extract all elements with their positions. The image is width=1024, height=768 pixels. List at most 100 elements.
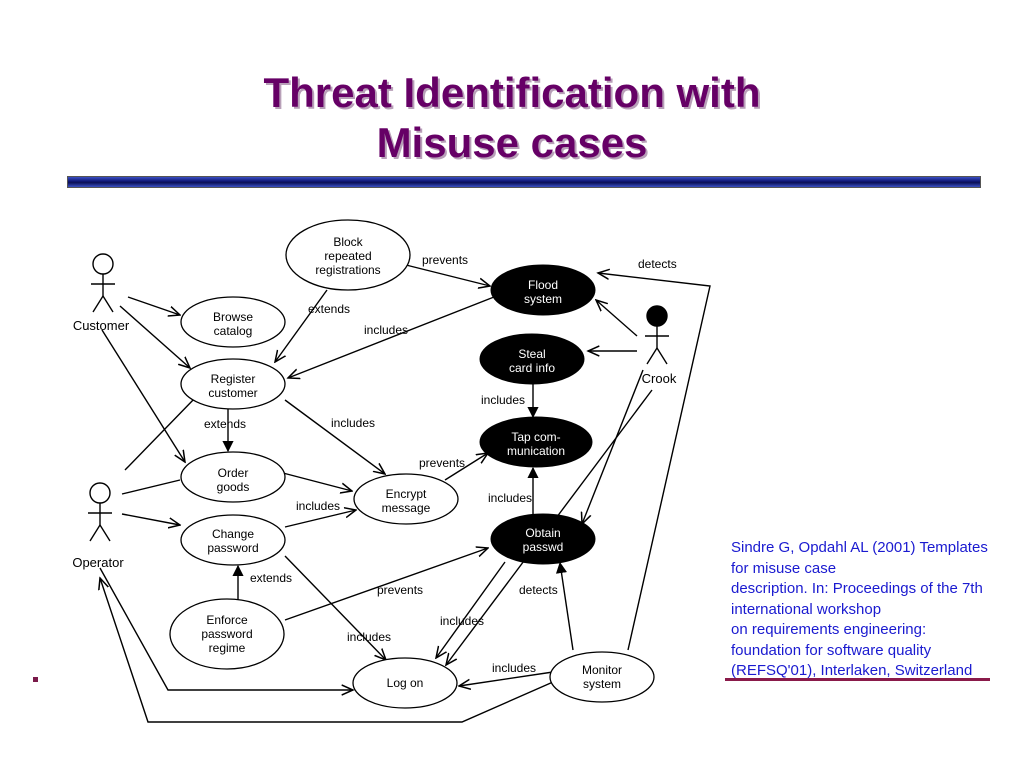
relations (99, 264, 711, 723)
actor-customer-icon (91, 253, 115, 313)
misuse-case-label: munication (507, 444, 565, 458)
actor-labels: Customer Operator Crook (72, 318, 676, 570)
label-prevents: prevents (422, 253, 468, 267)
use-case-label: system (583, 677, 621, 691)
title-line-2: Misuse cases (376, 119, 648, 166)
assoc-customer-browse (127, 296, 180, 315)
actor-operator-label: Operator (72, 555, 124, 570)
actor-operator-icon (88, 482, 112, 542)
misuse-case-obtain-passwd: Obtain passwd (490, 513, 596, 565)
rel-encrypt-prevents-tap (444, 453, 488, 481)
rel-block-prevents-flood (405, 264, 490, 286)
misuse-case-label: passwd (523, 540, 564, 554)
assoc-operator-order (121, 479, 181, 495)
use-case-label: Monitor (582, 663, 622, 677)
misuse-case-steal-card-info: Steal card info (479, 333, 585, 385)
label-extends: extends (308, 302, 350, 316)
use-case-label: repeated (324, 249, 371, 263)
use-case-log-on: Log on (352, 657, 458, 709)
citation-line: (REFSQ'01), Interlaken, Switzerland (731, 662, 973, 679)
actor-crook-label: Crook (642, 371, 677, 386)
use-case-label: Encrypt (386, 487, 427, 501)
rel-obtain-includes-logon (436, 561, 506, 658)
slide-title: Threat Identification with Misuse cases (0, 68, 1024, 168)
use-case-monitor-system: Monitor system (549, 651, 655, 703)
use-case-order-goods: Order goods (180, 451, 286, 503)
rel-change-includes-logon (284, 555, 386, 660)
assoc-monitor-operator (100, 578, 554, 723)
citation-line: international workshop (731, 600, 882, 618)
use-case-change-password: Change password (180, 514, 286, 566)
label-includes: includes (296, 499, 340, 513)
use-case-label: password (201, 627, 252, 641)
use-case-browse-catalog: Browse catalog (180, 296, 286, 348)
label-prevents: prevents (377, 583, 423, 597)
title-divider (67, 176, 981, 188)
use-case-encrypt-message: Encrypt message (353, 473, 459, 525)
use-case-label: Block (333, 235, 363, 249)
actor-customer-label: Customer (73, 318, 130, 333)
misuse-case-label: Steal (518, 347, 545, 361)
use-case-label: Browse (213, 310, 253, 324)
use-case-enforce-password-regime: Enforce password regime (169, 598, 285, 670)
use-case-label: Change (212, 527, 254, 541)
rel-enforce-prevents-obtain (284, 548, 488, 621)
actor-crook-icon (645, 305, 669, 365)
use-case-label: Enforce (206, 613, 248, 627)
misuse-case-label: Flood (528, 278, 558, 292)
citation-line: foundation for software quality (731, 641, 932, 659)
label-includes: includes (481, 393, 525, 407)
use-case-label: Register (211, 372, 256, 386)
citation-underline (725, 678, 990, 681)
use-case-label: message (382, 501, 431, 515)
assoc-operator-change (121, 513, 180, 525)
misuse-case-flood-system: Flood system (490, 264, 596, 316)
label-includes: includes (440, 614, 484, 628)
use-case-label: password (207, 541, 258, 555)
label-detects: detects (519, 583, 558, 597)
label-detects: detects (638, 257, 677, 271)
label-includes: includes (488, 491, 532, 505)
citation-line: for misuse case (731, 559, 837, 577)
citation-line: on requirements engineering: (731, 621, 927, 638)
misuse-case-label: card info (509, 361, 555, 375)
label-extends: extends (250, 571, 292, 585)
rel-monitor-detects-flood (598, 273, 711, 651)
rel-monitor-includes-logon (459, 671, 554, 686)
use-cases: Block repeated registrations Browse cata… (169, 219, 655, 709)
citation-line: description. In: Proceedings of the 7th (731, 580, 983, 597)
actors (88, 253, 669, 542)
assoc-customer-register (119, 305, 190, 368)
rel-register-includes-encrypt (284, 399, 385, 474)
use-case-label: catalog (214, 324, 253, 338)
rel-change-includes-encrypt (284, 510, 356, 528)
assoc-crook-obtain (582, 369, 644, 524)
misuse-case-label: Tap com- (511, 430, 560, 444)
label-includes: includes (347, 630, 391, 644)
assoc-crook-flood (596, 300, 638, 337)
label-prevents: prevents (419, 456, 465, 470)
title-line-1: Threat Identification with (263, 69, 761, 116)
assoc-operator-logon (99, 567, 353, 690)
label-extends: extends (204, 417, 246, 431)
use-case-label: Order (218, 466, 249, 480)
rel-flood-includes-register (288, 296, 495, 378)
use-case-label: registrations (315, 263, 380, 277)
citation-line: Sindre G, Opdahl AL (2001) Templates (731, 539, 988, 556)
use-case-label: Log on (387, 676, 424, 690)
rel-monitor-detects-obtain (555, 561, 574, 651)
label-includes: includes (364, 323, 408, 337)
use-case-label: customer (208, 386, 257, 400)
assoc-customer-order (101, 329, 185, 462)
misuse-case-label: system (524, 292, 562, 306)
citation: Sindre G, Opdahl AL (2001) Templates for… (731, 538, 1024, 682)
slide-bullet-marker (33, 677, 38, 682)
use-case-label: goods (217, 480, 250, 494)
relation-labels: prevents detects extends includes extend… (204, 253, 677, 675)
misuse-case-label: Obtain (525, 526, 560, 540)
use-case-block-repeated-registrations: Block repeated registrations (285, 219, 411, 291)
label-includes: includes (331, 416, 375, 430)
misuse-case-tap-communication: Tap com- munication (479, 416, 593, 468)
misuse-cases: Flood system Steal card info Tap com- mu… (479, 264, 596, 565)
